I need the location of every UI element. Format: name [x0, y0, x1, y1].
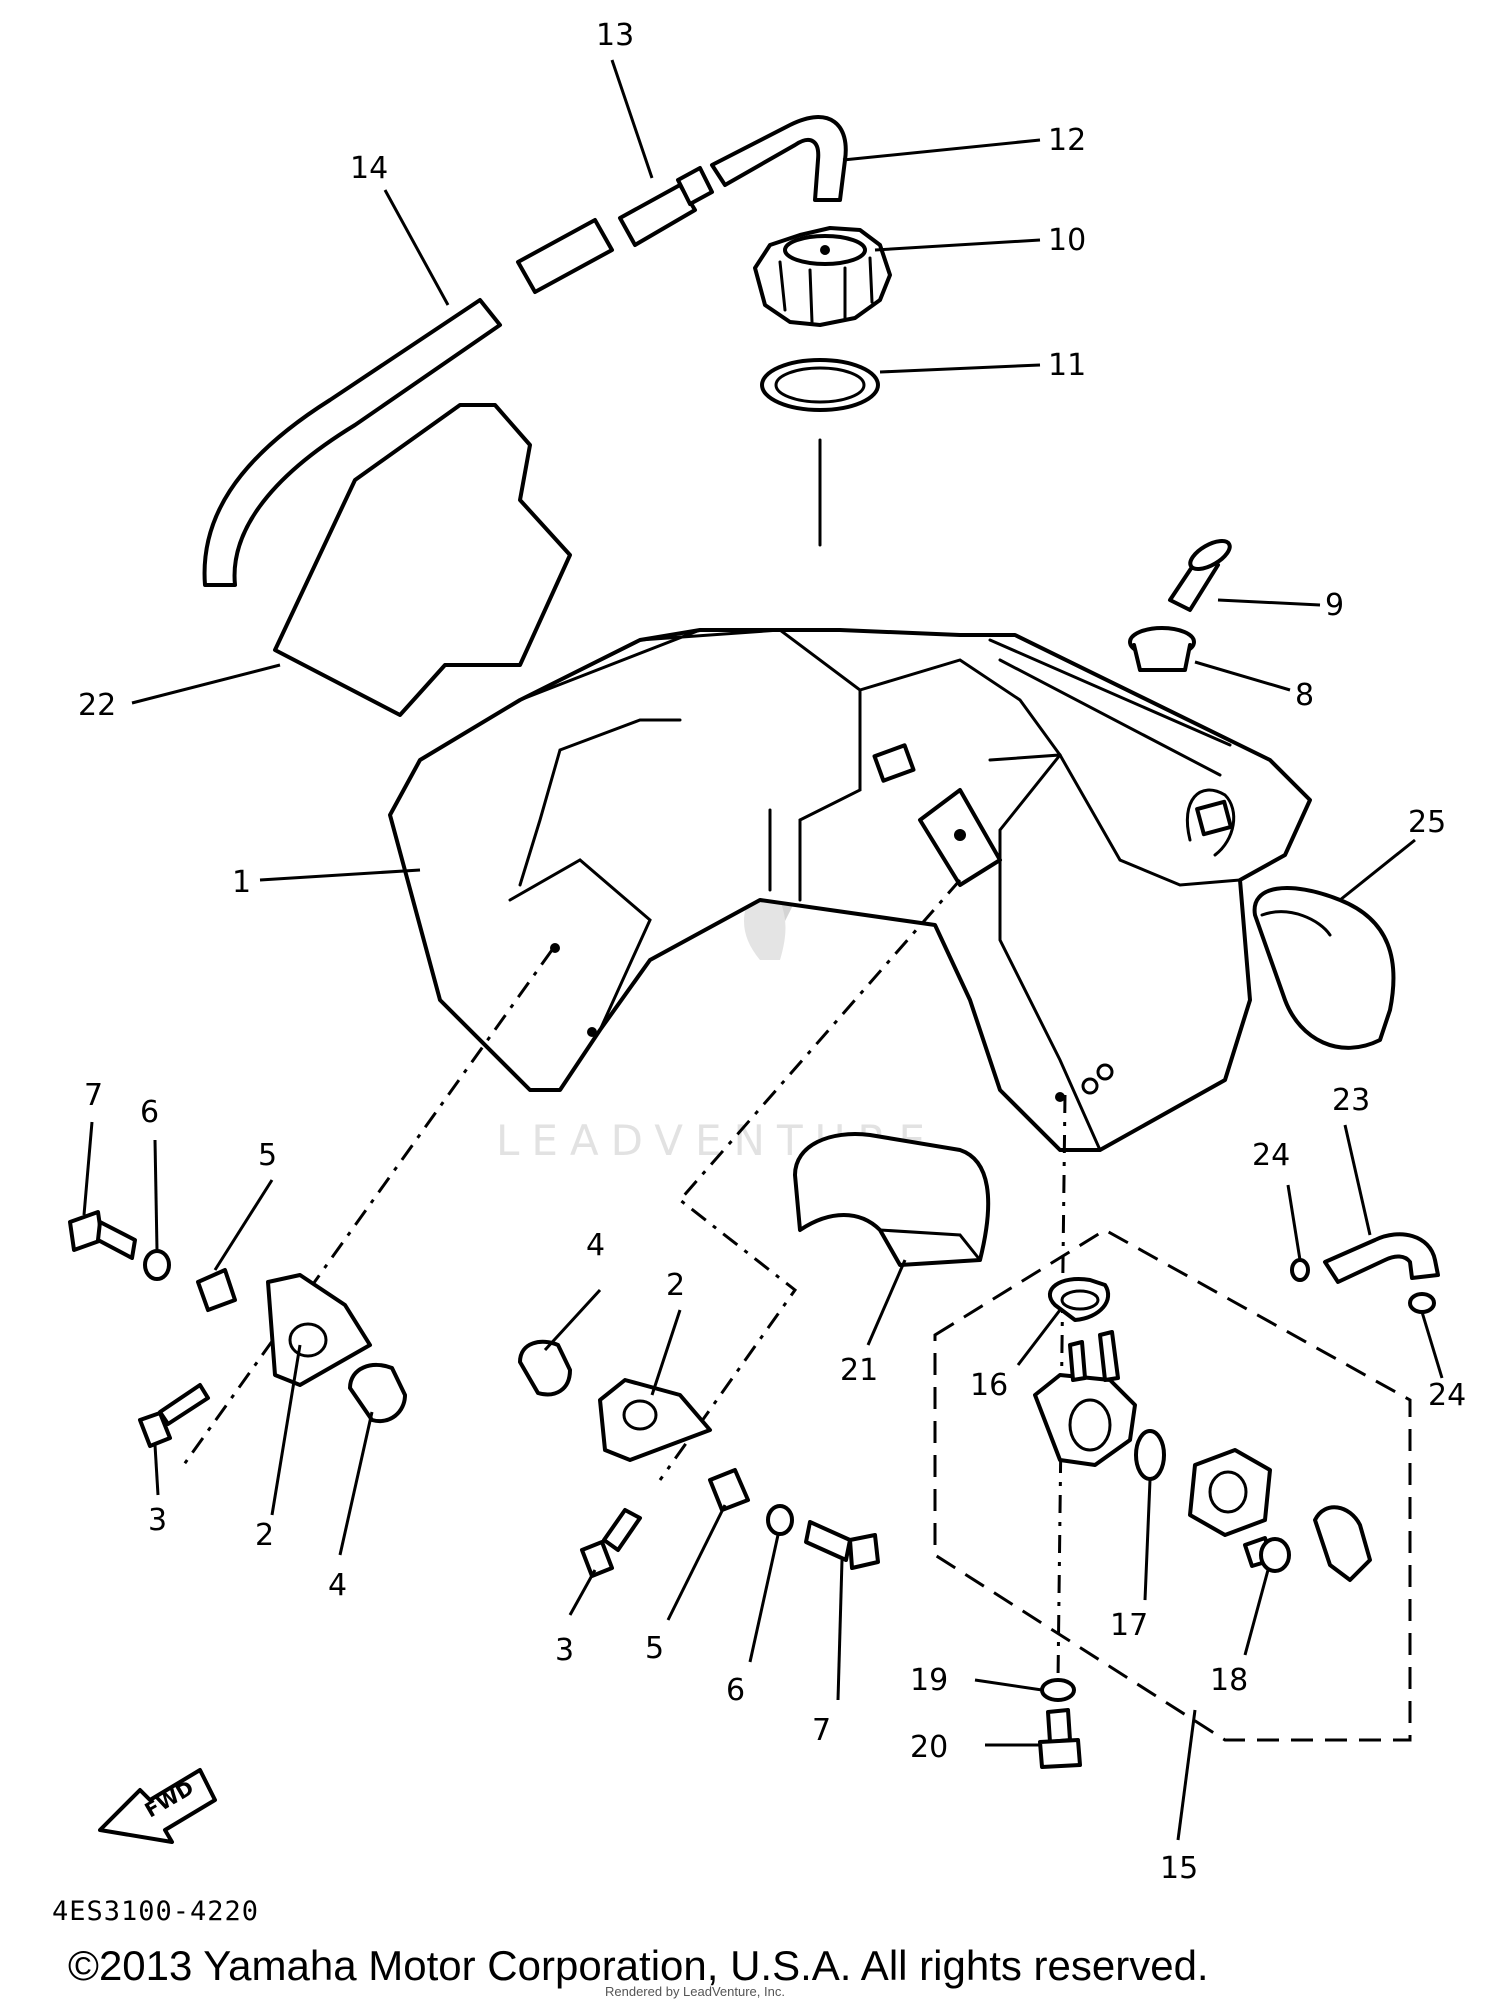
rendered-by-notice: Rendered by LeadVenture, Inc.: [605, 1984, 785, 1999]
center-bracket-assembly: [518, 1339, 880, 1578]
callout-22: 22: [78, 688, 116, 723]
tank-decal: [273, 403, 572, 717]
fuel-cap: [753, 226, 892, 327]
callout-5-left: 5: [258, 1138, 277, 1173]
callout-16: 16: [970, 1368, 1008, 1403]
callout-6-center: 6: [726, 1673, 745, 1708]
callout-18: 18: [1210, 1663, 1248, 1698]
callout-2-center: 2: [666, 1268, 685, 1303]
assembly-line-center: [658, 879, 962, 1481]
callout-4-center: 4: [586, 1228, 605, 1263]
left-bracket-assembly: [68, 1210, 407, 1448]
callout-4-left: 4: [328, 1568, 347, 1603]
callout-3-left: 3: [148, 1503, 167, 1538]
grommet: [1128, 626, 1196, 672]
callout-11: 11: [1048, 348, 1086, 383]
callout-6-left: 6: [140, 1095, 159, 1130]
callout-9: 9: [1325, 588, 1344, 623]
diagram-code: 4ES3100-4220: [52, 1896, 260, 1927]
leader-lines: [82, 59, 1444, 1841]
callout-1: 1: [232, 865, 251, 900]
callout-20: 20: [910, 1730, 948, 1765]
callout-19: 19: [910, 1663, 948, 1698]
hose-fitting: [618, 166, 714, 247]
copyright-notice: ©2013 Yamaha Motor Corporation, U.S.A. A…: [68, 1942, 1209, 1989]
callout-14: 14: [350, 151, 388, 186]
callout-7-center: 7: [812, 1713, 831, 1748]
assembly-line-left: [178, 949, 554, 1471]
callout-5-center: 5: [645, 1631, 664, 1666]
callout-8: 8: [1295, 678, 1314, 713]
callout-10: 10: [1048, 223, 1086, 258]
callout-21: 21: [840, 1353, 878, 1388]
callout-7-left: 7: [84, 1078, 103, 1113]
callout-25: 25: [1408, 805, 1446, 840]
petcock-assembly: [1033, 1232, 1440, 1769]
elbow-hose: [710, 115, 848, 202]
callout-15: 15: [1160, 1851, 1198, 1886]
screw: [1168, 539, 1232, 612]
callout-24-upper: 24: [1252, 1138, 1290, 1173]
tank-damper-side: [793, 1132, 991, 1267]
callout-13: 13: [596, 18, 634, 53]
fuel-tank: [388, 628, 1312, 1152]
tank-damper-rear: [1252, 886, 1396, 1050]
callout-17: 17: [1110, 1608, 1148, 1643]
forward-direction-arrow: FWD: [98, 1768, 217, 1844]
callout-2-left: 2: [255, 1518, 274, 1553]
callout-12: 12: [1048, 123, 1086, 158]
petcock-assembly-box: [933, 1228, 1412, 1742]
callout-24-lower: 24: [1428, 1378, 1466, 1413]
callout-3-center: 3: [555, 1633, 574, 1668]
callout-numbers: 13 12 10 11 14 9 8 22 1 25 23 24 24 7 6 …: [78, 18, 1466, 1886]
callout-23: 23: [1332, 1083, 1370, 1118]
breather-hose: [202, 218, 614, 587]
